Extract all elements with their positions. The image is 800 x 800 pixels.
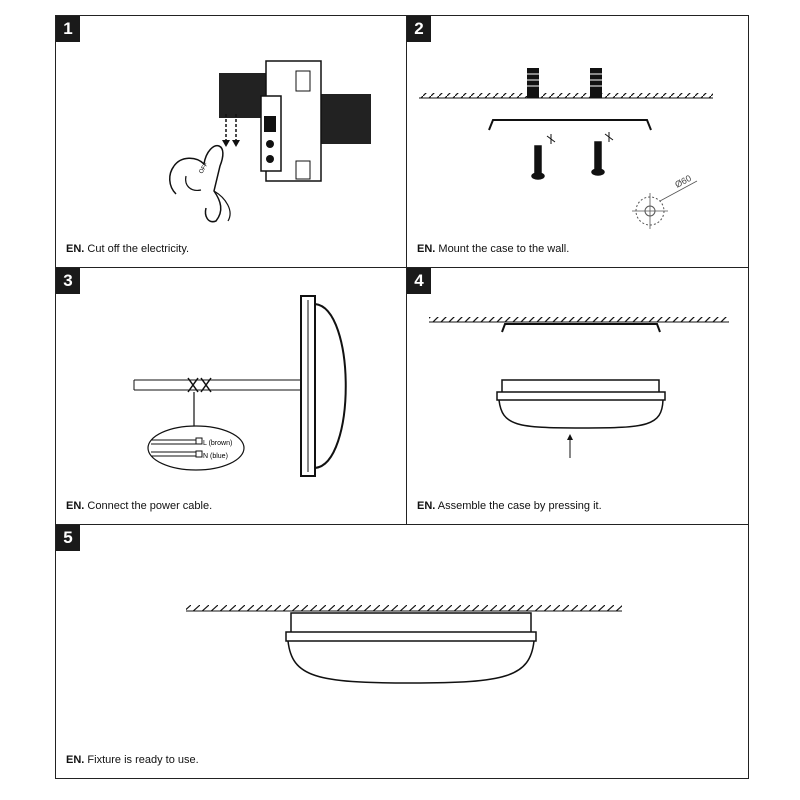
step-2-panel: 2 [406, 15, 749, 268]
step-4-panel: 4 EN. Assemble the case by pressing it. [406, 267, 749, 525]
assembly-illustration [407, 268, 749, 493]
step-3-number: 3 [56, 268, 80, 294]
step-1-caption: EN. Cut off the electricity. [66, 243, 190, 255]
step-5-panel: 5 EN. Fixture is ready to use. [55, 524, 749, 779]
step-4-number: 4 [407, 268, 431, 294]
step-3-caption: EN. Connect the power cable. [66, 500, 213, 512]
breaker-illustration: OFF [56, 16, 406, 236]
step-2-number: 2 [407, 16, 431, 42]
diameter-label: Ø60 [673, 173, 693, 190]
step-4-caption: EN. Assemble the case by pressing it. [417, 500, 602, 512]
finger-mark-label: OFF [199, 161, 210, 175]
mounting-illustration: Ø60 [407, 16, 749, 241]
step-5-number: 5 [56, 525, 80, 551]
step-1-number: 1 [56, 16, 80, 42]
wiring-illustration: L (brown) N (blue) [56, 268, 406, 493]
step-1-panel: 1 OFF EN. Cut off the [55, 15, 407, 268]
step-2-caption: EN. Mount the case to the wall. [417, 243, 570, 255]
finished-fixture-illustration [56, 525, 748, 745]
wire-l-label: L (brown) [203, 440, 232, 447]
wire-n-label: N (blue) [203, 453, 228, 460]
step-5-caption: EN. Fixture is ready to use. [66, 754, 199, 766]
step-3-panel: 3 L (brown) N (blue) EN [55, 267, 407, 525]
